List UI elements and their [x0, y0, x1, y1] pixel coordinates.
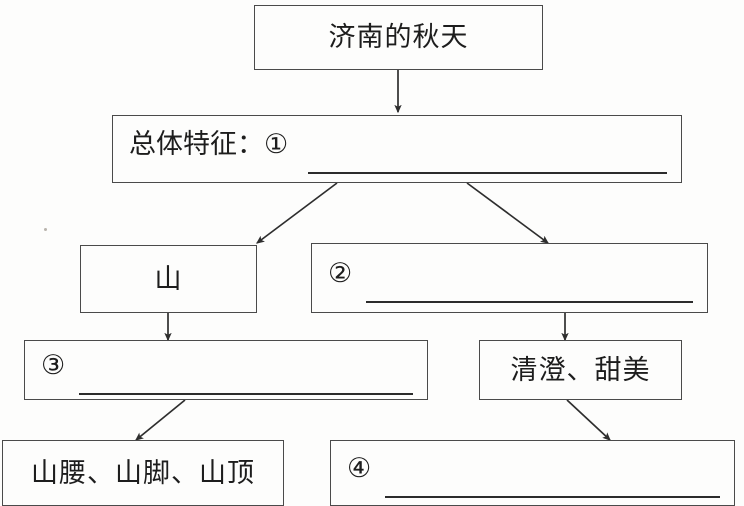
node-mountain-label: 山	[154, 263, 183, 295]
node-title-label: 济南的秋天	[328, 22, 469, 53]
blank-line-3[interactable]	[79, 392, 413, 395]
node-two[interactable]: ②	[311, 243, 708, 313]
blank-line-1[interactable]	[308, 171, 667, 174]
node-mountain[interactable]: 山	[80, 245, 257, 313]
node-overall-marker-1: ①	[264, 128, 289, 160]
node-mountain-parts[interactable]: 山腰、山脚、山顶	[2, 440, 284, 506]
connector-water-to-node-four	[566, 399, 611, 441]
node-title[interactable]: 济南的秋天	[254, 5, 543, 70]
scan-speck	[44, 228, 47, 231]
node-overall-characteristics[interactable]: 总体特征： ①	[112, 115, 682, 183]
node-overall-label: 总体特征：	[129, 128, 264, 160]
connector-overall-to-mountain	[256, 182, 338, 244]
node-water-quality[interactable]: 清澄、甜美	[479, 340, 682, 400]
node-four-marker-4: ④	[347, 452, 372, 484]
blank-line-2[interactable]	[366, 300, 693, 303]
node-four[interactable]: ④	[330, 440, 735, 506]
node-four-fill-row: ④	[331, 455, 734, 498]
node-mountain-parts-label: 山腰、山脚、山顶	[31, 457, 255, 489]
blank-line-4[interactable]	[385, 495, 720, 498]
node-two-fill-row: ②	[312, 260, 707, 303]
node-three-marker-3: ③	[41, 349, 66, 381]
node-three-fill-row: ③	[25, 352, 427, 395]
connector-overall-to-node-two	[466, 182, 549, 244]
connector-node-three-to-parts	[135, 399, 186, 441]
node-water-quality-label: 清澄、甜美	[510, 354, 651, 386]
node-two-marker-2: ②	[328, 257, 353, 289]
node-three[interactable]: ③	[24, 340, 428, 400]
overall-fill-row: 总体特征： ①	[113, 131, 681, 174]
